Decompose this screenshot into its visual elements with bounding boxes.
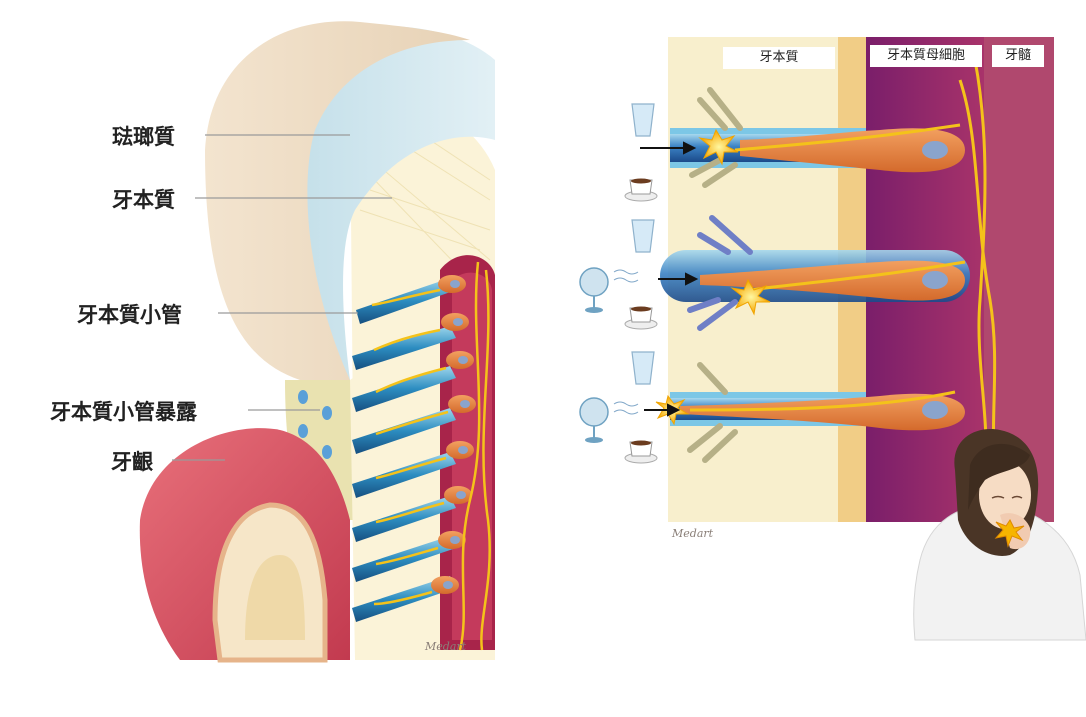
- electric-fan-icon: [580, 398, 638, 443]
- signature-right: Medart: [672, 527, 713, 540]
- label-dentin: 牙本質: [112, 184, 175, 214]
- cold-water-glass-icon: [632, 220, 654, 252]
- hot-coffee-cup-icon: [625, 441, 657, 464]
- label-dentinal-tubules: 牙本質小管: [77, 299, 182, 329]
- hot-coffee-cup-icon: [625, 307, 657, 330]
- label-enamel: 琺瑯質: [112, 121, 175, 151]
- header-dentin: 牙本質: [723, 47, 835, 69]
- label-exposed-tubules: 牙本質小管暴露: [50, 396, 197, 426]
- tooth-cross-section: [140, 21, 495, 660]
- cold-water-glass-icon: [632, 104, 654, 136]
- electric-fan-icon: [580, 268, 638, 313]
- tubule-mechanism-diagram: [580, 37, 1086, 640]
- header-pulp: 牙髓: [992, 45, 1044, 67]
- signature-left: Medart: [425, 640, 466, 653]
- cold-water-glass-icon: [632, 352, 654, 384]
- hot-coffee-cup-icon: [625, 179, 657, 202]
- header-odontoblast: 牙本質母細胞: [870, 45, 982, 67]
- label-gum: 牙齦: [111, 446, 153, 476]
